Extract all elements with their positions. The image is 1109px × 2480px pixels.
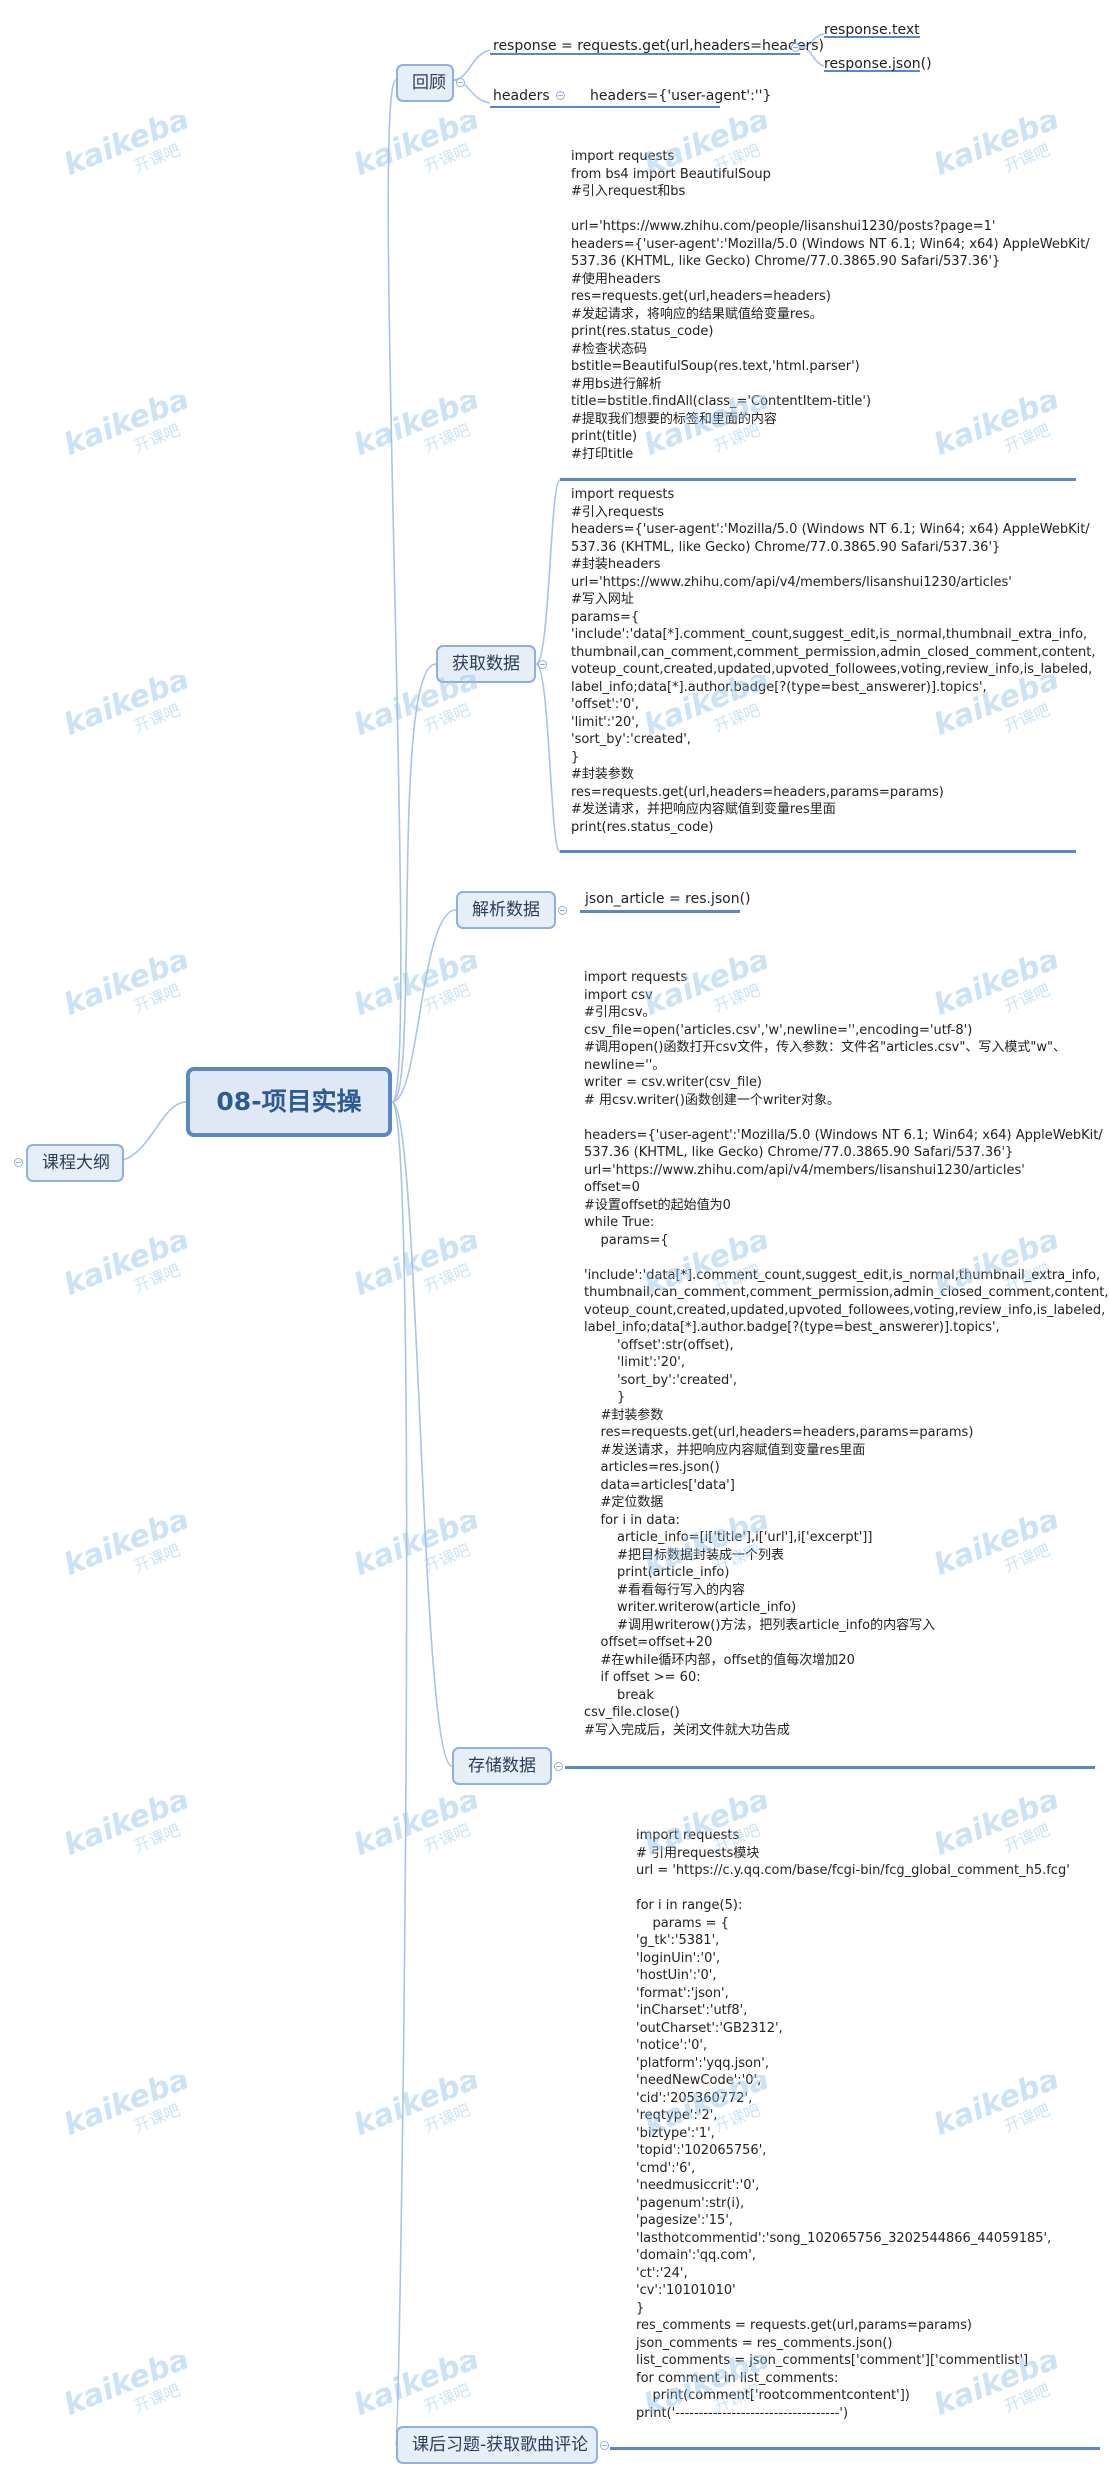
review-collapse-icon[interactable] (456, 78, 465, 87)
fetch-collapse-icon[interactable] (538, 660, 547, 669)
node-parse-data[interactable]: 解析数据 (456, 891, 556, 929)
node-store-data[interactable]: 存储数据 (452, 1747, 552, 1785)
underline-qq-code (610, 2447, 1100, 2450)
underline-response-line (490, 53, 800, 55)
homework-label: 课后习题-获取歌曲评论 (412, 2435, 589, 2455)
underline-json-article (580, 910, 740, 913)
homework-collapse-icon[interactable] (600, 2441, 609, 2450)
headers-collapse-icon[interactable] (556, 91, 565, 100)
topic-headers[interactable]: headers (493, 88, 550, 104)
topic-headers-value[interactable]: headers={'user-agent':''} (590, 88, 772, 104)
node-homework[interactable]: 课后习题-获取歌曲评论 (396, 2426, 598, 2464)
node-fetch-data[interactable]: 获取数据 (436, 645, 536, 683)
code-homework-qq[interactable]: import requests # 引用requests模块 url = 'ht… (636, 1828, 1070, 2421)
underline-api-code (560, 850, 1076, 853)
underline-response-text (824, 36, 920, 38)
parse-collapse-icon[interactable] (558, 906, 567, 915)
underline-bs4-code (560, 478, 1076, 481)
outline-collapse-icon[interactable] (14, 1158, 23, 1167)
underline-response-json (824, 70, 920, 72)
response-collapse-icon[interactable] (791, 43, 800, 52)
outline-label: 课程大纲 (42, 1153, 110, 1173)
underline-csv-code (565, 1766, 1095, 1769)
underline-headers (490, 106, 720, 108)
node-review[interactable]: 回顾 (396, 64, 454, 102)
root-label: 08-项目实操 (216, 1087, 362, 1116)
store-collapse-icon[interactable] (554, 1762, 563, 1771)
topic-response-get[interactable]: response = requests.get(url,headers=head… (493, 38, 825, 54)
root-node[interactable]: 08-项目实操 (186, 1067, 392, 1137)
topic-json-article[interactable]: json_article = res.json() (585, 891, 751, 907)
code-store-csv[interactable]: import requests import csv #引用csv。 csv_f… (584, 970, 1109, 1738)
store-label: 存储数据 (468, 1756, 536, 1776)
topic-response-json[interactable]: response.json() (824, 56, 932, 72)
code-fetch-bs4[interactable]: import requests from bs4 import Beautifu… (571, 149, 1090, 462)
review-label: 回顾 (412, 73, 446, 93)
topic-response-text[interactable]: response.text (824, 22, 920, 38)
fetch-label: 获取数据 (452, 654, 520, 674)
node-course-outline[interactable]: 课程大纲 (26, 1144, 124, 1182)
code-fetch-api[interactable]: import requests #引入requests headers={'us… (571, 487, 1096, 835)
parse-label: 解析数据 (472, 900, 540, 920)
